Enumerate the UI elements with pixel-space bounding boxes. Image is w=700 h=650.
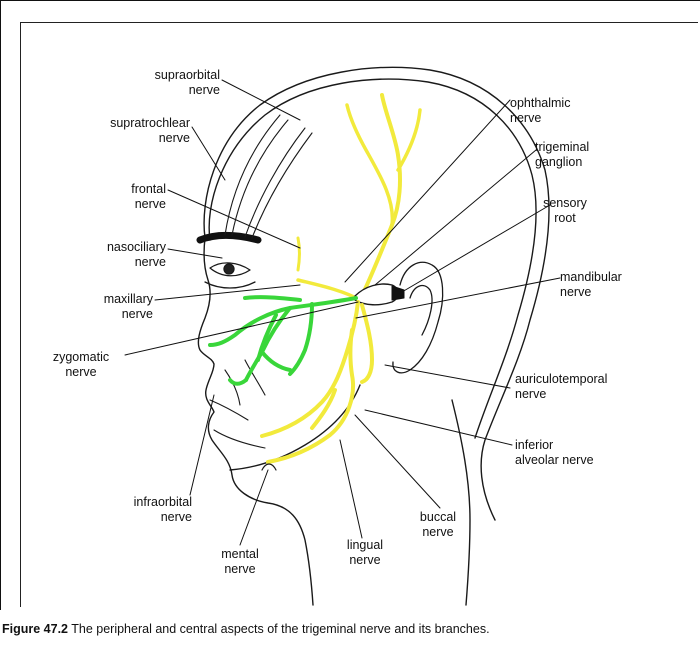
figure-number: Figure 47.2 <box>2 622 68 636</box>
trigeminal-ganglion <box>355 284 404 305</box>
maxillary-division <box>210 297 356 384</box>
label-zygomatic-nerve: zygomatic nerve <box>40 350 122 380</box>
label-nasociliary-nerve: nasociliary nerve <box>88 240 166 270</box>
face-lines <box>210 360 265 448</box>
label-frontal-nerve: frontal nerve <box>100 182 166 212</box>
leader-lines <box>125 80 560 545</box>
label-maxillary-nerve: maxillary nerve <box>80 292 153 322</box>
label-mental-nerve: mental nerve <box>210 547 270 577</box>
label-ophthalmic-nerve: ophthalmic nerve <box>510 96 600 126</box>
label-inferior-alveolar-nerve: inferior alveolar nerve <box>515 438 625 468</box>
label-auriculotemporal-nerve: auriculotemporal nerve <box>515 372 645 402</box>
head-outline <box>198 67 549 605</box>
caption-text: The peripheral and central aspects of th… <box>71 622 489 636</box>
label-trigeminal-ganglion: trigeminal ganglion <box>535 140 625 170</box>
label-buccal-nerve: buccal nerve <box>408 510 468 540</box>
forehead-nerve-outlines <box>225 115 312 238</box>
label-mandibular-nerve: mandibular nerve <box>560 270 650 300</box>
label-supratrochlear-nerve: supratrochlear nerve <box>92 116 190 146</box>
eyebrow <box>200 236 258 241</box>
mental-nerve-branch <box>262 464 276 470</box>
eye <box>205 263 255 288</box>
label-supraorbital-nerve: supraorbital nerve <box>130 68 220 98</box>
label-infraorbital-nerve: infraorbital nerve <box>122 495 192 525</box>
ear <box>393 262 443 372</box>
figure-caption: Figure 47.2 The peripheral and central a… <box>2 622 490 636</box>
ophthalmic-division <box>298 95 420 300</box>
label-sensory-root: sensory root <box>535 196 595 226</box>
label-lingual-nerve: lingual nerve <box>335 538 395 568</box>
